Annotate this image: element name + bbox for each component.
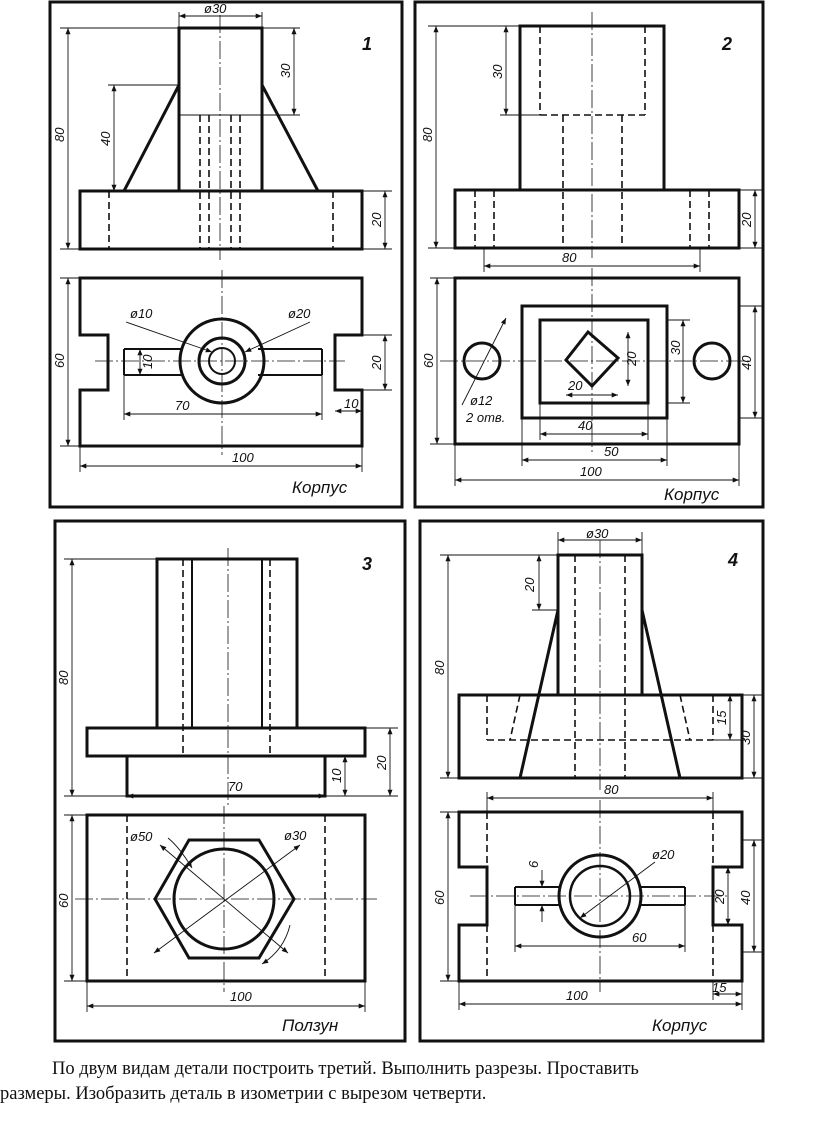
- panel-3-title: Ползун: [282, 1016, 339, 1035]
- panel-2-title: Корпус: [664, 485, 720, 504]
- task-caption: По двум видам детали построить третий. В…: [0, 1057, 812, 1107]
- panel-3-front-dims: [64, 558, 398, 799]
- dim-label: 100: [566, 988, 588, 1003]
- panel-2-frame: [413, 0, 765, 509]
- panel-4-top-view: [457, 800, 744, 992]
- dim-label: 20: [369, 355, 384, 371]
- dim-label: 40: [578, 418, 593, 433]
- dim-label: 60: [56, 893, 71, 908]
- dim-label: 100: [580, 464, 602, 479]
- panel-1-title: Корпус: [292, 478, 348, 497]
- dim-label: ø10: [130, 306, 153, 321]
- dim-label: ø30: [204, 1, 227, 16]
- dim-label: 10: [329, 768, 344, 783]
- panel-1-top-dims: [60, 277, 392, 472]
- dim-label: 30: [668, 340, 683, 355]
- panel-1-number: 1: [362, 34, 372, 54]
- panel-2-front-dims: [428, 25, 762, 272]
- dim-label: 15: [714, 710, 729, 725]
- dim-label: 80: [52, 127, 67, 142]
- dim-label: 20: [522, 577, 537, 593]
- dim-label: 30: [738, 730, 753, 745]
- dim-label: 60: [632, 930, 647, 945]
- dim-label: 80: [562, 250, 577, 265]
- dim-label: 6: [526, 860, 541, 868]
- dim-label: 30: [490, 64, 505, 79]
- dim-label: 20: [712, 889, 727, 905]
- dim-label: ø12: [470, 393, 493, 408]
- dim-label: 2 отв.: [465, 410, 505, 425]
- panel-2-front-view: [453, 12, 741, 258]
- panel-4-frame: [418, 519, 765, 1043]
- dim-label: 70: [175, 398, 190, 413]
- panel-2-top-view: [440, 268, 752, 452]
- dim-label: 20: [567, 378, 583, 393]
- dim-label: ø20: [652, 847, 675, 862]
- dim-label: 40: [739, 355, 754, 370]
- dim-label: ø30: [284, 828, 307, 843]
- panel-4-title: Корпус: [652, 1016, 708, 1035]
- panel-4-front-dims: [440, 532, 762, 779]
- dim-label: 20: [624, 351, 639, 367]
- dim-label: 20: [369, 212, 384, 228]
- panel-2: 2 Корпус 30 80 20 80: [413, 0, 765, 509]
- panel-1: 1 Корпус ø30 3: [48, 0, 404, 509]
- dim-label: 40: [98, 131, 113, 146]
- dim-label: 100: [232, 450, 254, 465]
- panel-3-number: 3: [362, 554, 372, 574]
- panel-4-top-dims: [440, 792, 762, 1010]
- panel-4-front-view: [457, 540, 744, 790]
- dim-label: 30: [278, 63, 293, 78]
- panel-3: 3 Ползун 80 20 10 70: [53, 519, 407, 1043]
- panel-4-number: 4: [727, 550, 738, 570]
- panel-1-front-view: [78, 15, 364, 260]
- caption-line-2: размеры. Изобразить деталь в изометрии с…: [0, 1084, 487, 1104]
- panel-1-top-view: [78, 270, 364, 455]
- dim-label: 10: [140, 354, 155, 369]
- dim-label: ø50: [130, 829, 153, 844]
- dim-label: 20: [374, 755, 389, 771]
- dim-label: ø30: [586, 526, 609, 541]
- dim-label: 50: [604, 444, 619, 459]
- dim-label: ø20: [288, 306, 311, 321]
- dim-label: 60: [52, 353, 67, 368]
- dim-label: 60: [432, 890, 447, 905]
- panel-3-front-view: [85, 548, 367, 808]
- panel-1-front-dims: [60, 12, 392, 250]
- dim-label: 100: [230, 989, 252, 1004]
- panel-1-frame: [48, 0, 404, 509]
- dim-label: 80: [604, 782, 619, 797]
- dim-label: 80: [420, 127, 435, 142]
- caption-line-1: По двум видам детали построить третий. В…: [52, 1059, 639, 1079]
- dim-label: 80: [432, 660, 447, 675]
- dim-label: 80: [56, 670, 71, 685]
- dim-label: 10: [344, 396, 359, 411]
- panel-2-top-dims: [430, 277, 762, 486]
- dim-label: 40: [738, 890, 753, 905]
- panel-3-top-view: [75, 806, 377, 992]
- dim-label: 60: [421, 353, 436, 368]
- panel-3-frame: [53, 519, 407, 1043]
- dim-label: 70: [228, 779, 243, 794]
- panel-4: 4 Корпус ø30: [418, 519, 765, 1043]
- panel-2-number: 2: [721, 34, 732, 54]
- dim-label: 15: [712, 980, 727, 995]
- panel-3-top-dims: [64, 814, 366, 1012]
- dim-label: 20: [739, 212, 754, 228]
